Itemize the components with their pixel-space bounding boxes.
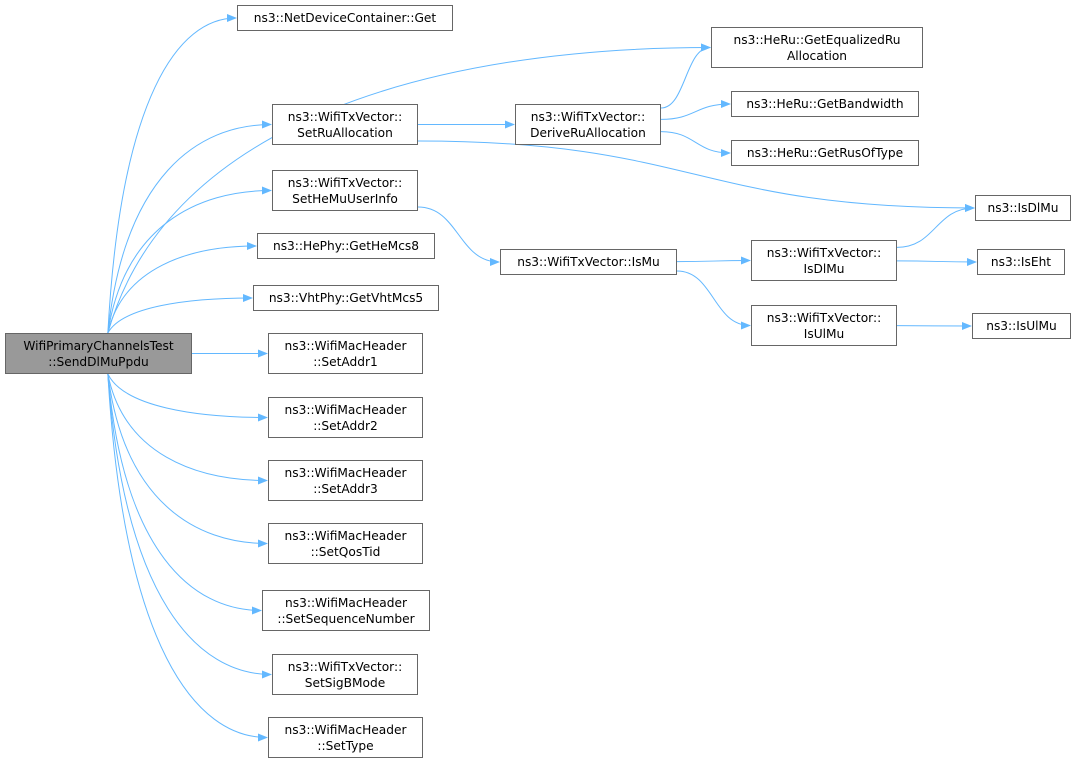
node-label-line: ns3::WifiMacHeader (284, 338, 407, 353)
node-label-line: ns3::IsDlMu (987, 201, 1059, 215)
node-label-line: ns3::WifiMacHeader (284, 722, 407, 737)
node-label-line: ns3::IsUlMu (986, 319, 1057, 333)
edge-root-to-mac-seqnum (107, 373, 262, 615)
edge-root-to-txv-sigb (107, 373, 272, 679)
node-mac-settype[interactable]: ns3::WifiMacHeader::SetType (268, 717, 423, 758)
node-mac-addr1[interactable]: ns3::WifiMacHeader::SetAddr1 (268, 333, 423, 374)
node-mac-qostid[interactable]: ns3::WifiMacHeader::SetQosTid (268, 523, 423, 564)
node-iseht[interactable]: ns3::IsEht (977, 249, 1065, 275)
node-label-line: ns3::HePhy::GetHeMcs8 (272, 239, 420, 253)
edge-txv-ismu-to-txv-isdlmu (676, 256, 751, 265)
node-label-line: ns3::WifiMacHeader (284, 528, 407, 543)
edge-txv-derive-to-heru-rus (660, 131, 731, 157)
node-label-line: ns3::VhtPhy::GetVhtMcs5 (268, 291, 424, 305)
edge-root-to-mac-addr3 (107, 373, 268, 485)
node-txv-isulmu[interactable]: ns3::WifiTxVector::IsUlMu (751, 305, 897, 346)
node-label-line: IsDlMu (803, 261, 845, 276)
node-label-line: WifiPrimaryChannelsTest (23, 338, 174, 353)
edge-root-to-mac-addr2 (107, 373, 268, 422)
node-label-line: DeriveRuAllocation (530, 125, 646, 140)
node-label-line: ns3::HeRu::GetBandwidth (746, 97, 904, 111)
node-isdlmu[interactable]: ns3::IsDlMu (975, 195, 1071, 221)
node-txv-derive[interactable]: ns3::WifiTxVector::DeriveRuAllocation (515, 104, 661, 145)
edge-root-to-mac-qostid (107, 373, 268, 548)
node-label-line: ns3::WifiMacHeader (284, 402, 407, 417)
edge-txv-isdlmu-to-isdlmu (896, 204, 975, 248)
edge-root-to-hephy-mcs8 (107, 242, 257, 334)
node-label-line: ns3::WifiTxVector:: (766, 245, 882, 260)
node-label-line: ns3::WifiMacHeader (285, 595, 407, 610)
node-label-line: ns3::WifiTxVector:: (287, 175, 403, 190)
node-isulmu[interactable]: ns3::IsUlMu (972, 313, 1071, 339)
node-label-line: ::SetAddr3 (313, 481, 378, 496)
node-mac-addr2[interactable]: ns3::WifiMacHeader::SetAddr2 (268, 397, 423, 438)
node-label-line: ::SetAddr2 (313, 418, 378, 433)
node-label-line: ns3::WifiTxVector:: (287, 109, 403, 124)
node-label-line: ::SetAddr1 (313, 354, 378, 369)
edge-root-to-mac-settype (107, 373, 268, 742)
edge-txv-sethemu-to-txv-ismu (417, 206, 500, 266)
node-label-line: ::SetSequenceNumber (277, 611, 415, 626)
edge-root-to-txv-sethemu (107, 186, 272, 334)
node-label-line: ns3::WifiTxVector:: (530, 109, 646, 124)
node-label-line: ns3::HeRu::GetEqualizedRu (733, 32, 901, 47)
node-txv-ismu[interactable]: ns3::WifiTxVector::IsMu (500, 249, 677, 275)
node-txv-sigb[interactable]: ns3::WifiTxVector::SetSigBMode (272, 654, 418, 695)
edge-txv-ismu-to-txv-isulmu (676, 270, 751, 330)
node-heru-rus[interactable]: ns3::HeRu::GetRusOfType (731, 140, 919, 166)
edge-txv-derive-to-heru-equalized (660, 43, 711, 109)
node-root[interactable]: WifiPrimaryChannelsTest::SendDlMuPpdu (5, 333, 192, 374)
node-heru-bw[interactable]: ns3::HeRu::GetBandwidth (731, 91, 919, 117)
edge-txv-isdlmu-to-iseht (896, 257, 977, 266)
node-label-line: SetHeMuUserInfo (292, 191, 398, 206)
node-mac-addr3[interactable]: ns3::WifiMacHeader::SetAddr3 (268, 460, 423, 501)
node-label-line: ns3::HeRu::GetRusOfType (746, 146, 904, 160)
node-ndc-get[interactable]: ns3::NetDeviceContainer::Get (237, 5, 453, 31)
node-label-line: Allocation (786, 48, 848, 63)
node-label-line: ::SetQosTid (310, 544, 381, 559)
node-label-line: ::SendDlMuPpdu (48, 354, 149, 369)
node-mac-seqnum[interactable]: ns3::WifiMacHeader::SetSequenceNumber (262, 590, 430, 631)
node-label-line: SetRuAllocation (297, 125, 393, 140)
node-label-line: ns3::WifiTxVector:: (766, 310, 882, 325)
node-txv-isdlmu[interactable]: ns3::WifiTxVector::IsDlMu (751, 240, 897, 281)
node-txv-sethemu[interactable]: ns3::WifiTxVector::SetHeMuUserInfo (272, 170, 418, 211)
node-label-line: ns3::NetDeviceContainer::Get (253, 11, 437, 25)
edge-root-to-vhtphy-mcs5 (107, 294, 253, 334)
edge-txv-derive-to-heru-bw (660, 100, 731, 120)
node-label-line: SetSigBMode (304, 675, 386, 690)
edge-root-to-txv-setru (107, 120, 272, 334)
edge-root-to-ndc-get (107, 14, 237, 334)
node-label-line: ns3::WifiTxVector::IsMu (517, 255, 660, 269)
node-label-line: ns3::WifiTxVector:: (287, 659, 403, 674)
node-label-line: IsUlMu (803, 326, 845, 341)
node-label-line: ns3::WifiMacHeader (284, 465, 407, 480)
node-hephy-mcs8[interactable]: ns3::HePhy::GetHeMcs8 (257, 233, 435, 259)
node-txv-setru[interactable]: ns3::WifiTxVector::SetRuAllocation (272, 104, 418, 145)
node-label-line: ::SetType (317, 738, 374, 753)
node-label-line: ns3::IsEht (990, 255, 1052, 269)
node-vhtphy-mcs5[interactable]: ns3::VhtPhy::GetVhtMcs5 (253, 285, 439, 311)
